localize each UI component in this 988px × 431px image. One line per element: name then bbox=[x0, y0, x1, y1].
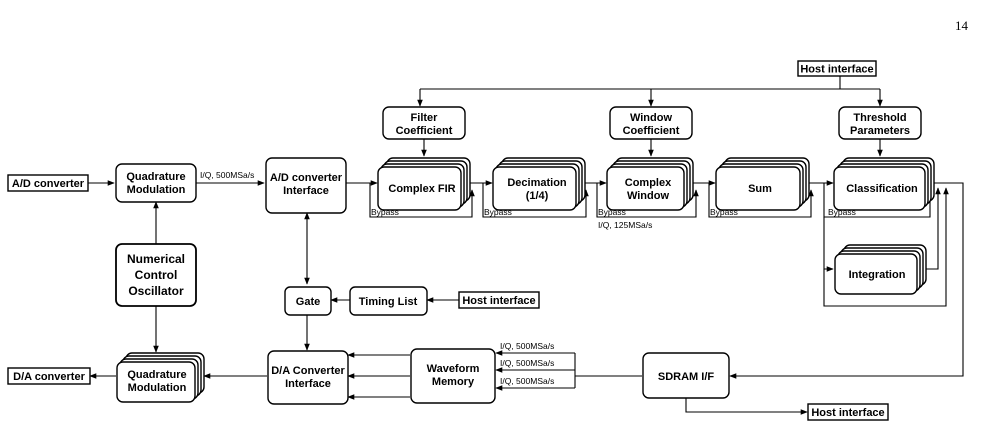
svg-text:Host interface: Host interface bbox=[800, 64, 873, 76]
connections bbox=[88, 76, 964, 415]
svg-text:Quadrature: Quadrature bbox=[127, 369, 186, 381]
svg-text:Complex: Complex bbox=[625, 177, 672, 189]
complex-fir-block: Complex FIR bbox=[377, 157, 471, 211]
svg-text:Sum: Sum bbox=[748, 183, 772, 195]
svg-text:Quadrature: Quadrature bbox=[126, 171, 185, 183]
gate-block: Gate bbox=[284, 286, 332, 316]
rate-label-out-1: I/Q, 500MSa/s bbox=[500, 341, 554, 351]
bypass-label-classification: Bypass bbox=[828, 207, 856, 217]
svg-text:Oscillator: Oscillator bbox=[128, 284, 184, 298]
svg-text:Gate: Gate bbox=[296, 296, 320, 308]
svg-text:Modulation: Modulation bbox=[128, 382, 187, 394]
svg-text:Window: Window bbox=[627, 190, 669, 202]
svg-text:D/A Converter: D/A Converter bbox=[271, 365, 345, 377]
integration-block: Integration bbox=[834, 244, 927, 295]
svg-text:Coefficient: Coefficient bbox=[396, 125, 453, 137]
host-interface-bottom: Host interface bbox=[807, 403, 889, 421]
quadrature-modulation-top: Quadrature Modulation bbox=[115, 163, 197, 203]
bypass-label-fir: Bypass bbox=[371, 207, 399, 217]
rate-label-input: I/Q, 500MSa/s bbox=[200, 170, 254, 180]
svg-text:Control: Control bbox=[135, 268, 178, 282]
host-interface-top: Host interface bbox=[797, 60, 877, 77]
svg-text:Classification: Classification bbox=[846, 183, 918, 195]
complex-window-block: Complex Window bbox=[606, 157, 694, 211]
da-converter-interface: D/A Converter Interface bbox=[267, 350, 349, 405]
svg-text:Interface: Interface bbox=[283, 185, 329, 197]
sdram-interface-block: SDRAM I/F bbox=[642, 352, 730, 399]
bypass-label-sum: Bypass bbox=[710, 207, 738, 217]
ad-converter-interface: A/D converter Interface bbox=[265, 157, 347, 214]
rate-label-out-2: I/Q, 500MSa/s bbox=[500, 358, 554, 368]
page-number: 14 bbox=[955, 18, 969, 33]
host-interface-middle: Host interface bbox=[458, 291, 540, 309]
svg-text:Decimation: Decimation bbox=[507, 177, 567, 189]
svg-text:Host interface: Host interface bbox=[462, 295, 535, 307]
svg-text:Memory: Memory bbox=[432, 376, 475, 388]
svg-text:Timing List: Timing List bbox=[359, 296, 418, 308]
svg-text:D/A converter: D/A converter bbox=[13, 371, 85, 383]
svg-text:Threshold: Threshold bbox=[853, 112, 906, 124]
svg-text:(1/4): (1/4) bbox=[526, 190, 549, 202]
svg-text:Numerical: Numerical bbox=[127, 252, 185, 266]
svg-text:Complex FIR: Complex FIR bbox=[388, 183, 455, 195]
svg-text:A/D converter: A/D converter bbox=[12, 178, 85, 190]
bypass-label-window: Bypass bbox=[598, 207, 626, 217]
svg-text:Modulation: Modulation bbox=[127, 184, 186, 196]
svg-text:Parameters: Parameters bbox=[850, 125, 910, 137]
waveform-memory-block: Waveform Memory bbox=[410, 348, 496, 404]
svg-text:Filter: Filter bbox=[411, 112, 439, 124]
svg-text:SDRAM I/F: SDRAM I/F bbox=[658, 371, 715, 383]
svg-text:A/D converter: A/D converter bbox=[270, 172, 343, 184]
rate-label-out-3: I/Q, 500MSa/s bbox=[500, 376, 554, 386]
decimation-block: Decimation (1/4) bbox=[492, 157, 586, 211]
svg-text:Window: Window bbox=[630, 112, 672, 124]
quadrature-modulation-bottom: Quadrature Modulation bbox=[116, 352, 205, 403]
rate-label-decimated: I/Q, 125MSa/s bbox=[598, 220, 652, 230]
svg-text:Waveform: Waveform bbox=[427, 363, 480, 375]
sum-block: Sum bbox=[715, 157, 810, 211]
timing-list-block: Timing List bbox=[349, 286, 428, 316]
filter-coefficient-block: Filter Coefficient bbox=[382, 106, 466, 140]
svg-text:Coefficient: Coefficient bbox=[623, 125, 680, 137]
numerical-control-oscillator: Numerical Control Oscillator bbox=[115, 243, 197, 307]
svg-text:Host interface: Host interface bbox=[811, 407, 884, 419]
svg-text:Integration: Integration bbox=[849, 269, 906, 281]
classification-block: Classification bbox=[833, 157, 935, 211]
svg-text:Interface: Interface bbox=[285, 378, 331, 390]
da-converter-output: D/A converter bbox=[7, 367, 91, 385]
window-coefficient-block: Window Coefficient bbox=[609, 106, 693, 140]
ad-converter-input: A/D converter bbox=[7, 174, 89, 192]
threshold-parameters-block: Threshold Parameters bbox=[838, 106, 922, 140]
bypass-label-decimation: Bypass bbox=[484, 207, 512, 217]
